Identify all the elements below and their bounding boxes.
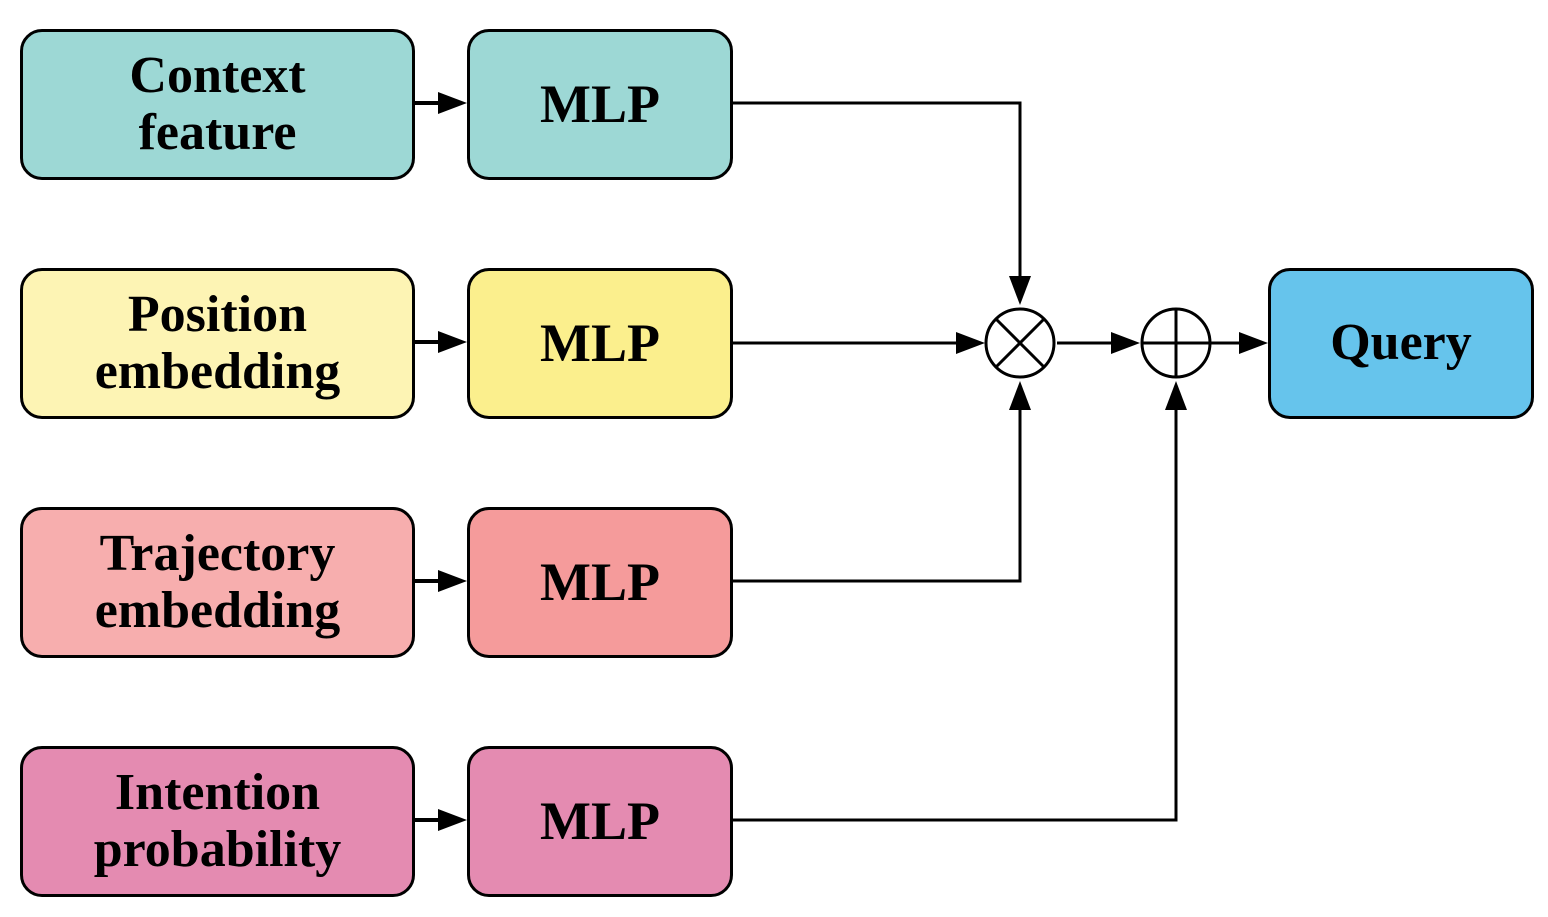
input-to-mlp-arrows <box>415 92 467 831</box>
position-embedding-box: Position embedding <box>20 268 415 419</box>
position-embedding-line1: Position <box>127 286 308 344</box>
mlp-label: MLP <box>540 791 660 852</box>
mlp-label: MLP <box>540 552 660 613</box>
mlp2-to-multiply-connector <box>733 332 985 354</box>
mlp-label: MLP <box>540 74 660 135</box>
position-embedding-line2: embedding <box>94 342 341 400</box>
arrowhead-trajectory-to-mlp <box>438 570 467 592</box>
mlp-box-trajectory: MLP <box>467 507 733 658</box>
mlp-box-intention: MLP <box>467 746 733 897</box>
arrowhead-into-query <box>1239 332 1268 354</box>
intention-probability-box: Intention probability <box>20 746 415 897</box>
mlp-label: MLP <box>540 313 660 374</box>
arrowhead-position-to-mlp <box>438 331 467 353</box>
mlp3-to-multiply-connector <box>733 381 1031 583</box>
intention-probability-line2: probability <box>93 820 342 878</box>
arrowhead-into-add-bottom <box>1165 381 1187 410</box>
arrowhead-into-add-left <box>1111 332 1140 354</box>
add-to-query-connector <box>1211 332 1268 354</box>
query-output-box: Query <box>1268 268 1534 419</box>
arrowhead-into-multiply-bottom <box>1009 381 1031 410</box>
arrowhead-into-multiply-top <box>1009 276 1031 305</box>
arrowhead-context-to-mlp <box>438 92 467 114</box>
trajectory-embedding-box: Trajectory embedding <box>20 507 415 658</box>
trajectory-embedding-line1: Trajectory <box>99 525 336 583</box>
multiply-to-add-connector <box>1057 332 1140 354</box>
arrowhead-intention-to-mlp <box>438 809 467 831</box>
mlp-box-context: MLP <box>467 29 733 180</box>
trajectory-embedding-line2: embedding <box>94 581 341 639</box>
add-operator-icon <box>1140 307 1212 379</box>
intention-probability-line1: Intention <box>114 764 321 822</box>
query-label: Query <box>1330 314 1472 372</box>
context-feature-line2: feature <box>138 103 297 161</box>
mlp4-to-add-connector <box>733 381 1187 822</box>
mlp1-to-multiply-connector <box>733 101 1031 305</box>
context-feature-box: Context feature <box>20 29 415 180</box>
mlp-box-position: MLP <box>467 268 733 419</box>
arrowhead-into-multiply-left <box>956 332 985 354</box>
context-feature-line1: Context <box>129 47 306 105</box>
multiply-operator-icon <box>984 307 1056 379</box>
